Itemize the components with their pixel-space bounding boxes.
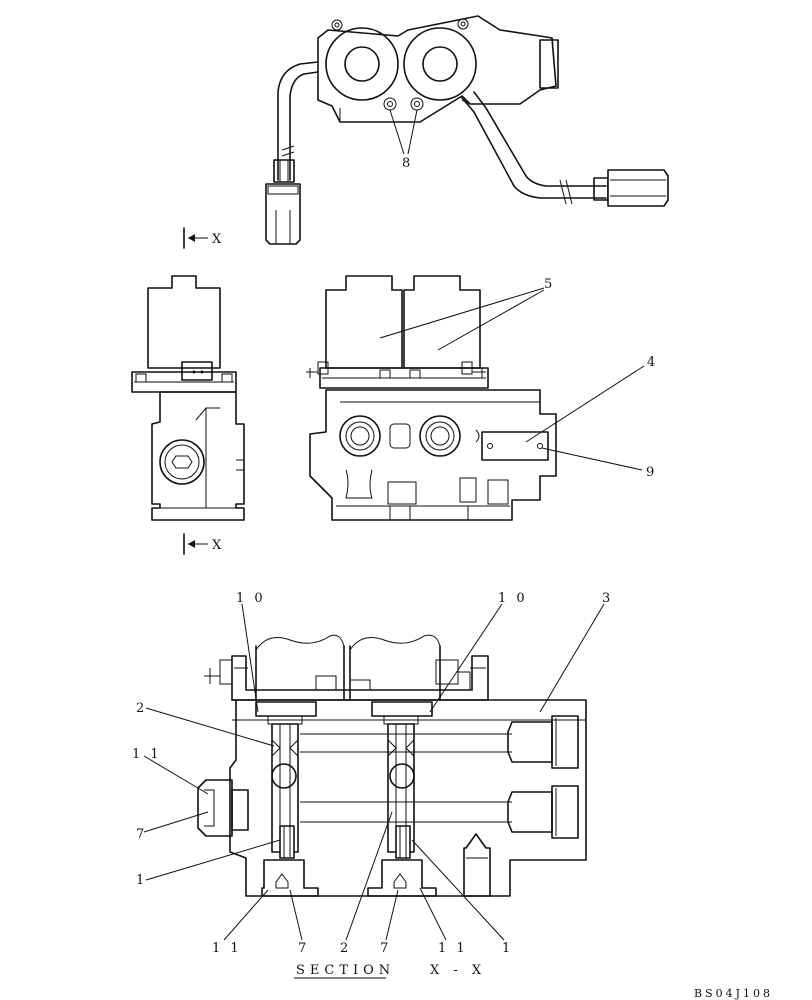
- callout-1-right: 1: [502, 941, 513, 956]
- view-marker-x-bottom: X: [212, 538, 224, 553]
- callout-11-bottom-left: 1 1: [212, 941, 242, 956]
- callout-9: 9: [646, 465, 657, 480]
- top-view: 8 X: [183, 15, 669, 249]
- callout-7-bottom-left: 7: [298, 941, 309, 956]
- callout-10-left: 1 0: [236, 591, 266, 606]
- callout-7-bottom-right: 7: [380, 941, 391, 956]
- callout-5: 5: [544, 277, 555, 292]
- callout-2-bottom: 2: [340, 941, 351, 956]
- callout-8: 8: [402, 156, 413, 171]
- front-view: 5 4 9: [306, 275, 658, 521]
- section-caption-label: X - X: [430, 963, 486, 978]
- drawing-code: BS04J108: [694, 987, 773, 1000]
- view-marker-x-top: X: [212, 232, 224, 247]
- callout-2-left: 2: [136, 701, 147, 716]
- callout-1-left: 1: [136, 873, 147, 888]
- callout-7-left: 7: [136, 827, 147, 842]
- section-view: 1 0 1 0 3 2 1 1 7 1 1 1 7 2 7 1 1 1: [132, 591, 613, 956]
- section-caption-word: SECTION: [296, 963, 395, 978]
- callout-3: 3: [602, 591, 613, 606]
- callout-11-left: 1 1: [132, 747, 162, 762]
- callout-4: 4: [647, 355, 658, 370]
- side-view: X: [131, 275, 245, 555]
- callout-10-right: 1 0: [498, 591, 528, 606]
- callout-11-bottom-right: 1 1: [438, 941, 468, 956]
